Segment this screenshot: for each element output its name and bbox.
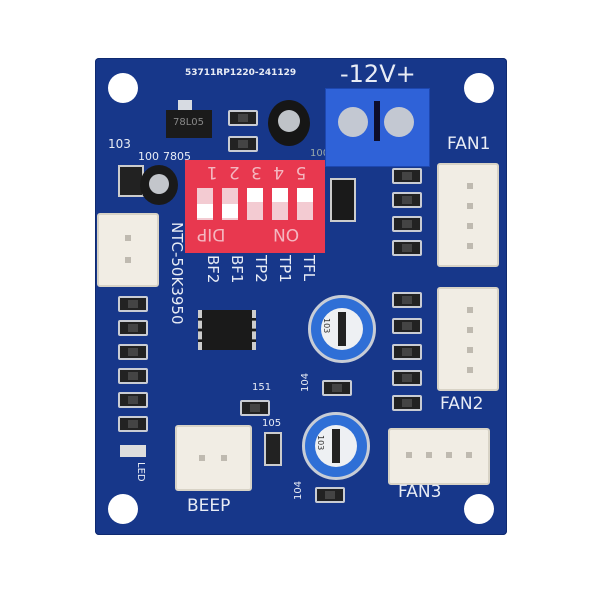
dip-toggle-3[interactable] [247,188,263,220]
screw-icon[interactable] [384,107,414,137]
fan3-label: FAN3 [398,482,442,502]
label-105: 105 [262,418,282,429]
resistor [118,296,148,312]
power-label: -12V+ [340,60,416,88]
dip-toggle-1[interactable] [297,188,313,220]
bf1-label: BF1 [228,255,246,284]
bf2-label: BF2 [204,255,222,284]
resistor [392,192,422,208]
dip-toggle-5[interactable] [197,188,213,220]
label-151: 151 [252,382,272,393]
label-103: 103 [108,137,131,151]
electrolytic-capacitor [268,100,310,146]
tp1-label: TP1 [276,255,294,283]
resistor [118,416,148,432]
capacitor-104 [322,380,352,396]
resistor [392,370,422,386]
capacitor [140,165,178,205]
mount-hole [108,73,138,103]
fan3-connector[interactable] [388,428,490,485]
ntc-label: NTC-50K3950 [168,222,186,325]
resistor [392,395,422,411]
resistor-151 [240,400,270,416]
led [120,445,146,457]
resistor [118,344,148,360]
mount-hole [464,494,494,524]
beep-label: BEEP [187,496,231,516]
label-100: 100 [138,150,159,163]
ic-chip [198,310,256,350]
serial-number: 53711RP1220-241129 [185,68,297,78]
label-100b: 100 [310,148,330,159]
regulator-marking: 78L05 [173,117,205,128]
ntc-connector[interactable] [97,213,159,287]
fan2-connector[interactable] [437,287,499,391]
label-7805: 7805 [163,150,191,163]
resistor-015 [228,110,258,126]
dip-toggle-2[interactable] [272,188,288,220]
dip-toggle-4[interactable] [222,188,238,220]
resistor [118,320,148,336]
fan1-label: FAN1 [447,134,491,154]
capacitor-104 [315,487,345,503]
fan1-connector[interactable] [437,163,499,267]
resistor [118,392,148,408]
potentiometer-1[interactable] [308,295,376,363]
label-104a: 104 [300,372,311,392]
resistor [392,292,422,308]
dip-switch[interactable]: 5 4 3 2 1 DIP ON [185,160,325,253]
fan2-label: FAN2 [440,394,484,414]
mount-hole [464,73,494,103]
tfl-label: TFL [300,255,318,282]
dip-numbers: 5 4 3 2 1 [203,162,307,182]
tp2-label: TP2 [252,255,270,283]
label-104b: 104 [293,480,304,500]
resistor [392,318,422,334]
beep-connector[interactable] [175,425,252,491]
resistor [392,240,422,256]
on-label: ON [273,224,300,244]
resistor-510 [228,136,258,152]
pot2-value: 103 [316,435,325,451]
pot1-value: 103 [322,318,331,334]
regulator-tab [178,100,192,110]
capacitor-105 [264,432,282,466]
resistor [392,216,422,232]
resistor [392,168,422,184]
led-label: LED [135,462,146,482]
screw-icon[interactable] [338,107,368,137]
regulator-chip: 78L05 [166,110,212,138]
diode [330,178,356,222]
dip-label: DIP [197,224,226,244]
potentiometer-2[interactable] [302,412,370,480]
resistor [392,344,422,360]
power-terminal-block[interactable] [325,88,430,167]
resistor [118,368,148,384]
mount-hole [108,494,138,524]
